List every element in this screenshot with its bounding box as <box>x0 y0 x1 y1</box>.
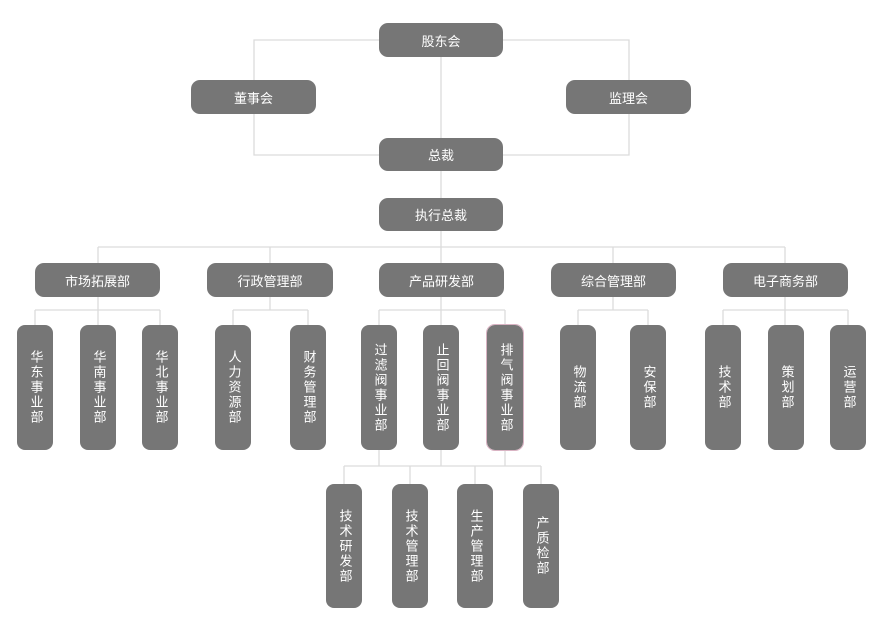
quality-inspection-node: 产质检部 <box>523 484 559 608</box>
filter-valve-division-node: 过滤阀事业部 <box>361 325 397 450</box>
product-rd-dept-node: 产品研发部 <box>379 263 504 297</box>
human-resources-node: 人力资源部 <box>215 325 251 450</box>
admin-management-dept-node: 行政管理部 <box>207 263 333 297</box>
security-dept-node: 安保部 <box>630 325 666 450</box>
general-management-dept-node: 综合管理部 <box>551 263 676 297</box>
finance-management-node: 财务管理部 <box>290 325 326 450</box>
east-china-division-node: 华东事业部 <box>17 325 53 450</box>
shareholders-meeting-node: 股东会 <box>379 23 503 57</box>
board-of-directors-node: 董事会 <box>191 80 316 114</box>
logistics-dept-node: 物流部 <box>560 325 596 450</box>
planning-dept-node: 策划部 <box>768 325 804 450</box>
ceo-node: 总裁 <box>379 138 503 171</box>
executive-president-node: 执行总裁 <box>379 198 503 231</box>
ecommerce-dept-node: 电子商务部 <box>723 263 848 297</box>
exhaust-valve-division-node: 排气阀事业部 <box>486 324 524 451</box>
south-china-division-node: 华南事业部 <box>80 325 116 450</box>
market-expansion-dept-node: 市场拓展部 <box>35 263 160 297</box>
check-valve-division-node: 止回阀事业部 <box>423 325 459 450</box>
production-management-node: 生产管理部 <box>457 484 493 608</box>
north-china-division-node: 华北事业部 <box>142 325 178 450</box>
supervisory-board-node: 监理会 <box>566 80 691 114</box>
tech-dept-node: 技术部 <box>705 325 741 450</box>
tech-rd-node: 技术研发部 <box>326 484 362 608</box>
operations-dept-node: 运营部 <box>830 325 866 450</box>
tech-management-node: 技术管理部 <box>392 484 428 608</box>
